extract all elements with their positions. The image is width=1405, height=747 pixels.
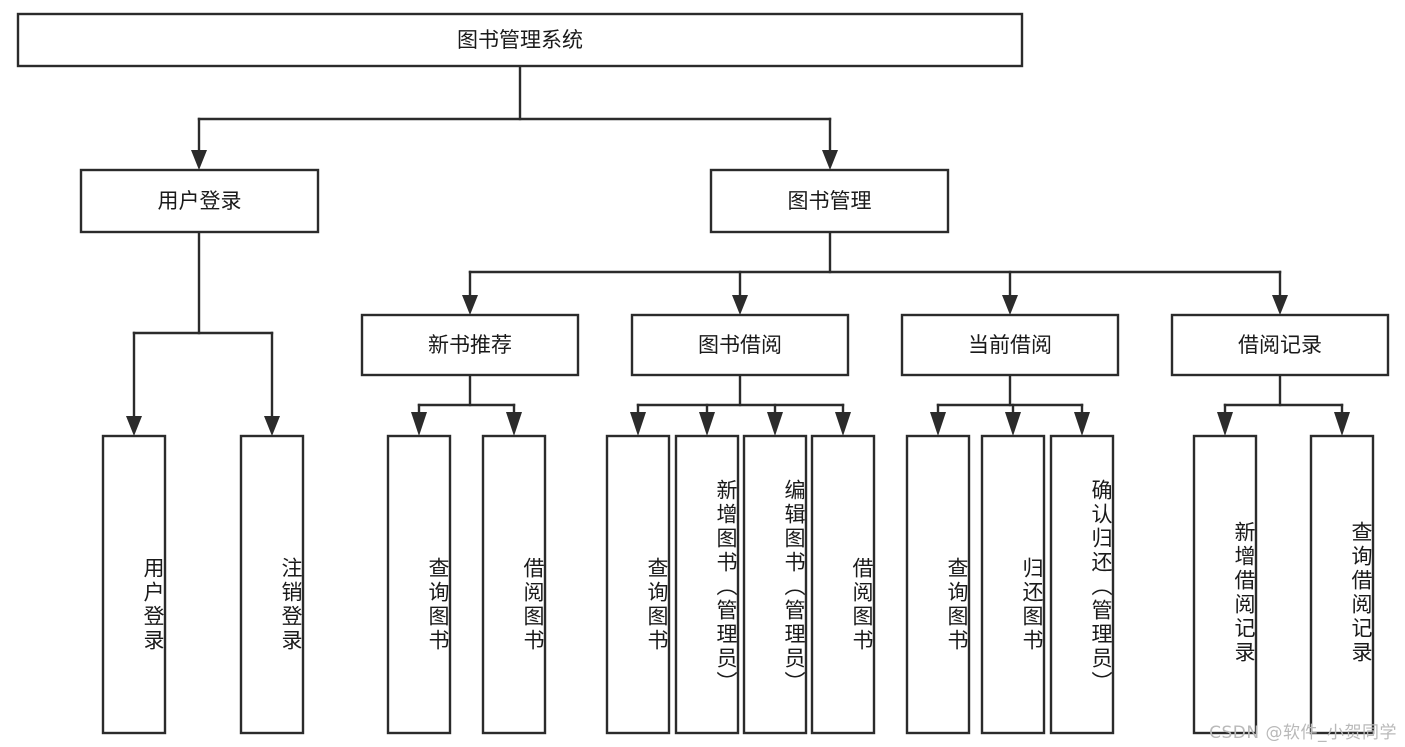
arrow-to-leaf-query-book-current-icon [930,412,946,436]
arrow-to-new-book-recommend-icon [462,295,478,315]
node-leaf-confirm-return-admin[interactable] [1049,434,1115,735]
node-root[interactable]: 图书管理系统 [16,12,1024,68]
node-current-borrow-label: 当前借阅 [968,333,1052,357]
arrow-to-leaf-query-book-borrow-icon [630,412,646,436]
node-leaf-logout-login[interactable] [239,434,305,735]
node-leaf-add-borrow-record[interactable] [1192,434,1258,735]
arrow-to-leaf-edit-book-admin-icon [767,412,783,436]
node-leaf-return-book[interactable] [980,434,1046,735]
node-user-login-label: 用户登录 [158,189,242,213]
node-user-login[interactable]: 用户登录 [79,168,320,234]
arrow-to-leaf-query-borrow-record-icon [1334,412,1350,436]
arrow-to-current-borrow-icon [1002,295,1018,315]
node-borrow-record[interactable]: 借阅记录 [1170,313,1390,377]
arrow-to-leaf-add-borrow-record-icon [1217,412,1233,436]
arrow-to-user-login-icon [191,150,207,170]
node-borrow-record-label: 借阅记录 [1238,333,1322,357]
arrow-to-leaf-confirm-return-admin-icon [1074,412,1090,436]
edges-layer [126,64,1350,436]
node-leaf-query-borrow-record[interactable] [1309,434,1375,735]
arrow-to-leaf-borrow-book-recommend-icon [506,412,522,436]
node-current-borrow[interactable]: 当前借阅 [900,313,1120,377]
node-leaf-borrow-book[interactable] [810,434,876,735]
arrow-to-leaf-user-login-icon [126,416,142,436]
arrow-to-leaf-add-book-admin-icon [699,412,715,436]
node-leaf-query-book-recommend[interactable] [386,434,452,735]
nodes-layer: 图书管理系统 用户登录 图书管理 新书推荐 图书借阅 当前 [16,12,1390,735]
node-new-book-recommend[interactable]: 新书推荐 [360,313,580,377]
node-book-management[interactable]: 图书管理 [709,168,950,234]
arrow-to-book-management-icon [822,150,838,170]
node-book-borrow-label: 图书借阅 [698,333,782,357]
arrow-to-book-borrow-icon [732,295,748,315]
arrow-to-leaf-logout-login-icon [264,416,280,436]
arrow-to-leaf-borrow-book-icon [835,412,851,436]
arrow-to-borrow-record-icon [1272,295,1288,315]
csdn-watermark: CSDN @软件_小贺同学 [1209,723,1397,743]
node-root-label: 图书管理系统 [457,28,583,52]
node-book-management-label: 图书管理 [788,189,872,213]
node-book-borrow[interactable]: 图书借阅 [630,313,850,377]
node-leaf-query-book-borrow[interactable] [605,434,671,735]
node-leaf-query-book-current[interactable] [905,434,971,735]
node-leaf-add-book-admin[interactable] [674,434,740,735]
node-new-book-recommend-label: 新书推荐 [428,333,512,357]
arrow-to-leaf-return-book-icon [1005,412,1021,436]
node-leaf-edit-book-admin[interactable] [742,434,808,735]
arrow-to-leaf-query-book-recommend-icon [411,412,427,436]
node-leaf-borrow-book-recommend[interactable] [481,434,547,735]
node-leaf-user-login[interactable] [101,434,167,735]
